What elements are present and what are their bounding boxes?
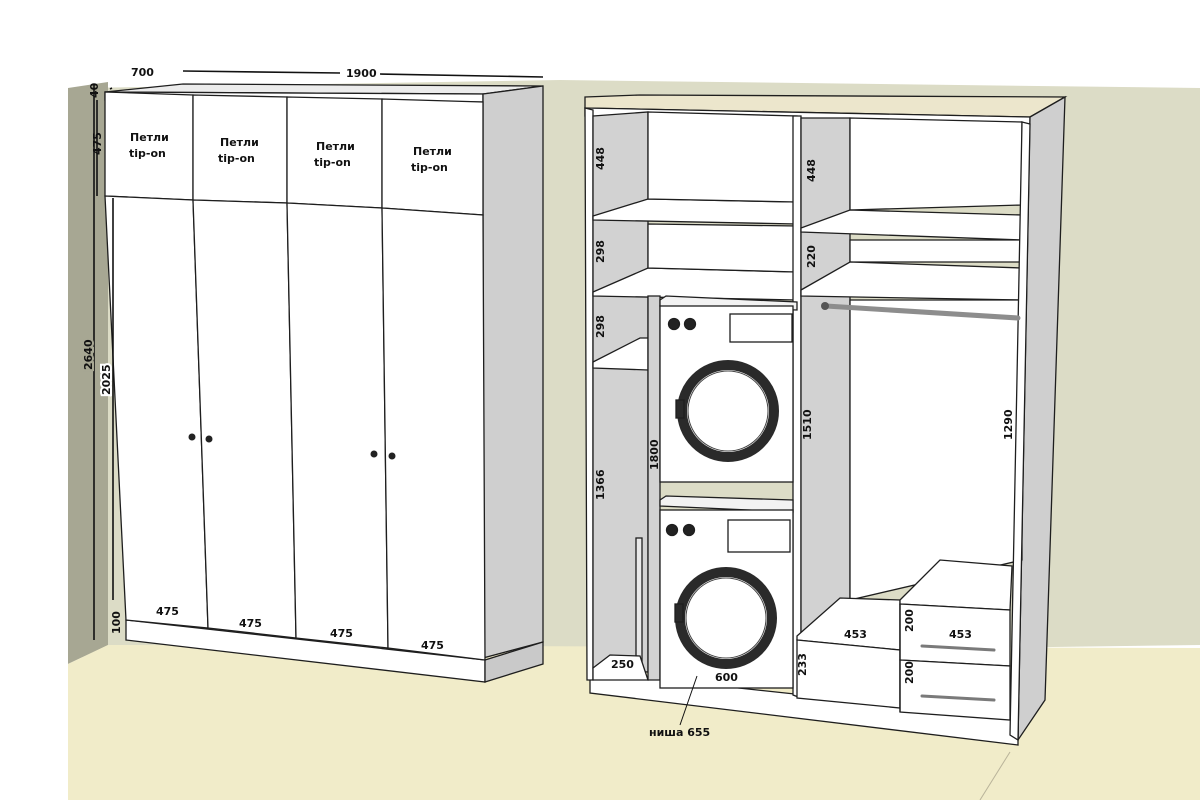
washing-machine-bottom [659,495,794,689]
dim-rod-space: 1290 [1002,409,1015,440]
door-3[interactable] [286,202,389,649]
wardrobe-side [482,85,544,659]
dim-drawer-1: 200 [903,609,916,632]
dim-mezzanine: 475 [91,132,104,155]
dim-door-width-2: 475 [239,617,262,630]
dim-left-lower: 1366 [594,469,607,500]
dim-drawer-width: 453 [949,628,972,641]
right-section-back [800,117,851,642]
dim-left-shelf-2: 298 [594,240,607,263]
dim-left-shelf-1: 448 [594,147,607,170]
dim-door-width-4: 475 [421,639,444,652]
hinge-label-3b: tip-on [314,156,351,169]
dim-depth: 700 [131,66,154,79]
closed-wardrobe [104,83,544,683]
dim-door-width-1: 475 [156,605,179,618]
dim-bottom-right: 233 [796,653,809,676]
door-handle-icon[interactable] [188,433,196,441]
drawer-handle-icon[interactable] [920,644,996,652]
dim-left-bottom: 250 [611,658,634,671]
open-wardrobe [584,94,1068,746]
hanging-rod [823,303,1021,321]
dim-drawer-2: 200 [903,661,916,684]
rod-holder-icon [821,302,829,310]
dim-right-shelf-1: 448 [805,159,818,182]
dim-niche: ниша 655 [649,726,710,739]
hinge-label-2b: tip-on [218,152,255,165]
middle-divider [792,115,802,699]
washing-machine-top [659,295,798,483]
dim-total-width: 1900 [346,67,377,80]
door-handle-icon[interactable] [388,452,396,460]
dim-machine-column: 1800 [648,439,661,470]
hinge-label-4: Петли [413,145,452,158]
dim-plinth: 100 [110,611,123,634]
door-handle-icon[interactable] [370,450,378,458]
drawer-handle-icon[interactable] [920,694,996,702]
hinge-label-4b: tip-on [411,161,448,174]
door-handle-icon[interactable] [205,435,213,443]
hinge-label-3: Петли [316,140,355,153]
dim-right-middle: 1510 [801,409,814,440]
hinge-label-2: Петли [220,136,259,149]
mezzanine-door-1[interactable] [104,91,194,201]
open-left-panel [584,107,594,681]
dim-door-height: 2025 [100,364,113,395]
dim-door-width-3: 475 [330,627,353,640]
dim-left-shelf-3: 298 [594,315,607,338]
dim-right-shelf-2: 220 [805,245,818,268]
dim-top-panel: 40 [88,82,101,98]
dim-machine-width: 600 [715,671,738,684]
door-4[interactable] [381,207,486,661]
door-2[interactable] [192,199,297,639]
hinge-label-1b: tip-on [129,147,166,160]
left-wall [68,82,108,664]
dim-total-height: 2640 [82,339,95,370]
hinge-label-1: Петли [130,131,169,144]
mezzanine-door-2[interactable] [192,94,288,204]
drawer-box[interactable] [899,559,1013,611]
dim-drawer-section-width: 453 [844,628,867,641]
